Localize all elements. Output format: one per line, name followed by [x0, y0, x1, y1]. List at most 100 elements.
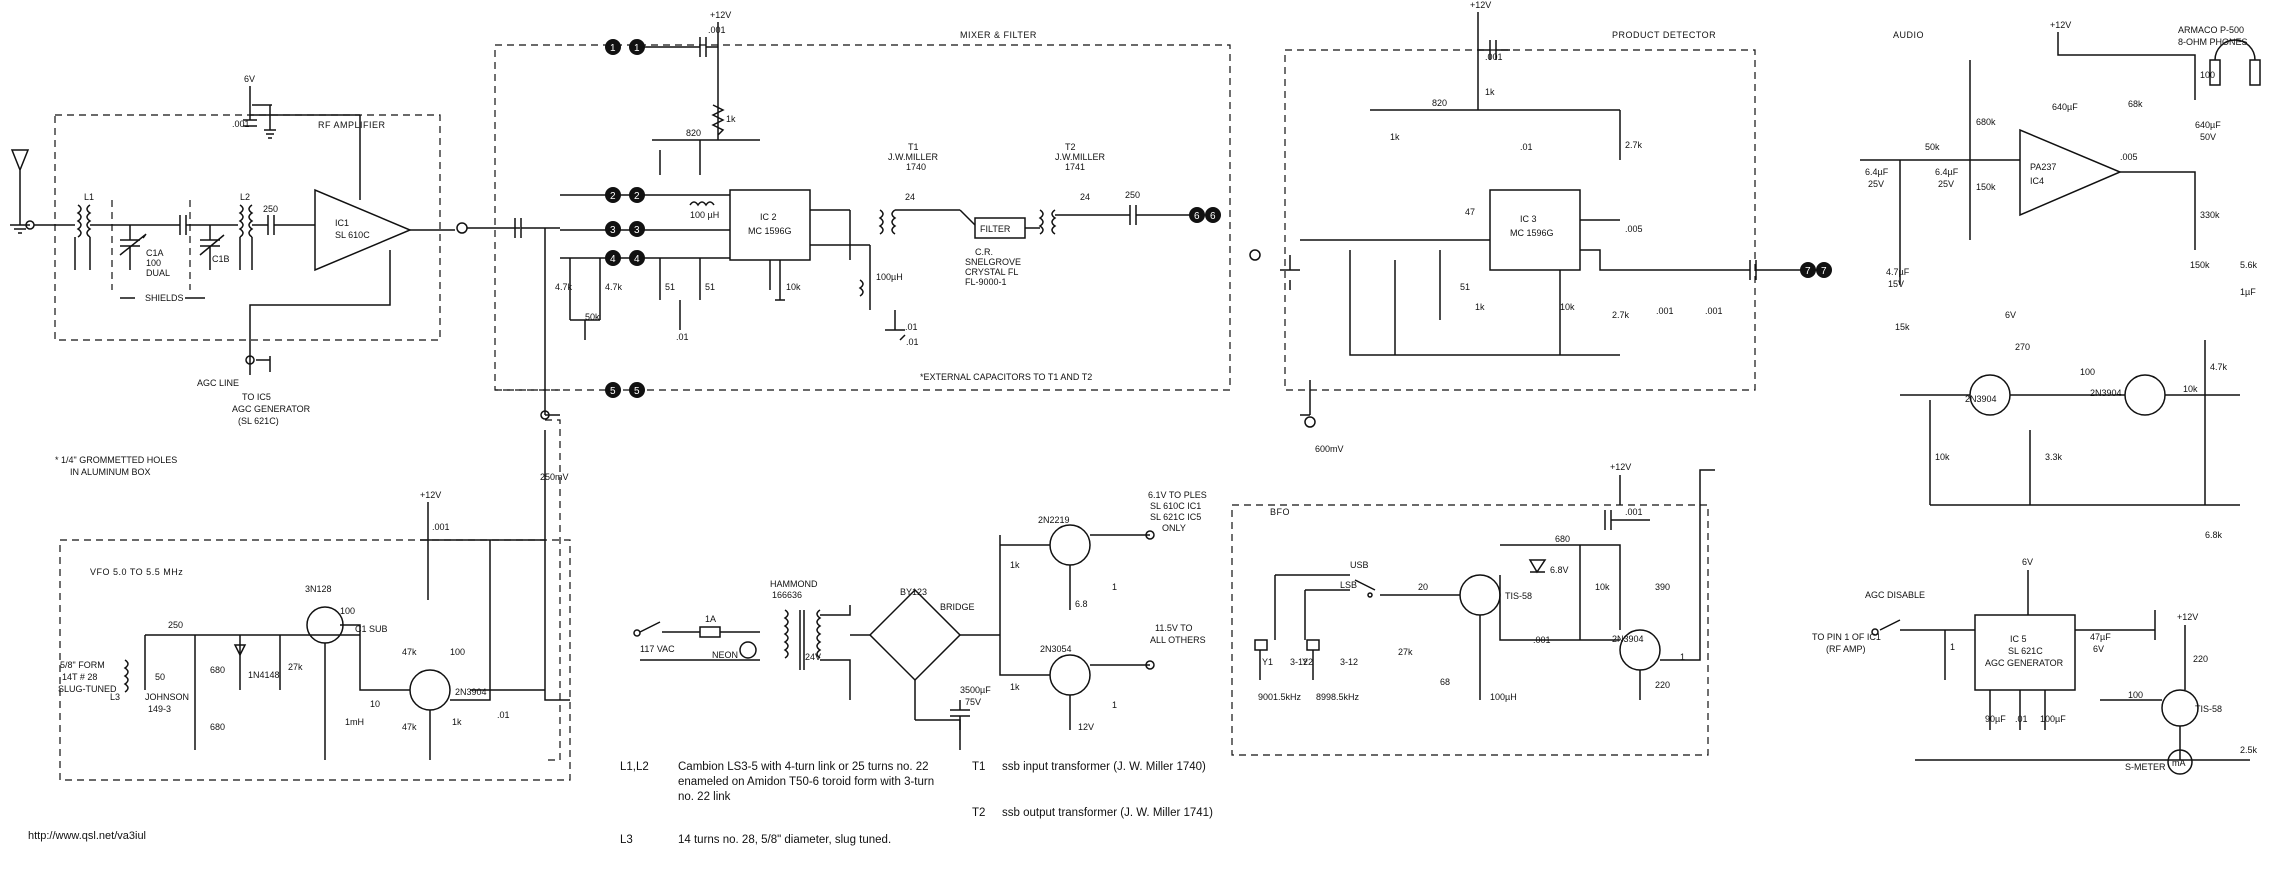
power-r1k-b: 1k [1010, 682, 1020, 692]
terminal-3-a: 3 [605, 221, 621, 237]
audio-r10k-b: 10k [2183, 384, 2198, 394]
ic2-name: IC 2 [760, 212, 777, 222]
t1-label2: J.W.MILLER [888, 152, 939, 162]
t2-label2: J.W.MILLER [1055, 152, 1106, 162]
cr-label4: FL-9000-1 [965, 277, 1007, 287]
svg-text:7: 7 [1805, 266, 1811, 277]
terminal-1-b: 1 [629, 39, 645, 55]
audio-c640a: 640µF [2052, 102, 2078, 112]
mixer-filter-section: MIXER & FILTER +12V .001 1k 820 100 µH I… [494, 10, 1231, 761]
audio-c640b: 640µF [2195, 120, 2221, 130]
audio-qa-label: 2N3904 [1965, 394, 1997, 404]
audio-title: AUDIO [1893, 30, 1924, 40]
svg-text:5: 5 [610, 386, 616, 397]
audio-c47uf: 4.7µF [1886, 267, 1910, 277]
mixer-r51b: 51 [705, 282, 715, 292]
mixer-choke2: 100µH [876, 272, 903, 282]
ext-cap-note: *EXTERNAL CAPACITORS TO T1 AND T2 [920, 372, 1092, 382]
power-c1a: 1 [1112, 582, 1117, 592]
c1a-label: C1A [146, 248, 164, 258]
audio-r150k-b: 150k [2190, 260, 2210, 270]
ic5-name: IC 5 [2010, 634, 2027, 644]
audio-c64b: 6.4µF [1935, 167, 1959, 177]
detector-r47: 47 [1465, 207, 1475, 217]
ic3-part: MC 1596G [1510, 228, 1554, 238]
terminal-7-b: 7 [1816, 262, 1832, 278]
vfo-r47k: 47k [402, 647, 417, 657]
power-out1-3: SL 621C IC5 [1150, 512, 1201, 522]
ic3-name: IC 3 [1520, 214, 1537, 224]
vfo-c001: .001 [432, 522, 450, 532]
source-url-link[interactable]: http://www.qsl.net/va3iul [28, 830, 147, 842]
audio-section: AUDIO +12V ARMACO P-500 8-OHM PHONES 100… [1860, 20, 2261, 540]
bfo-c001: .001 [1625, 507, 1643, 517]
audio-c68k: 68k [2128, 99, 2143, 109]
mixer-title: MIXER & FILTER [960, 30, 1037, 40]
vfo-c250: 250 [168, 620, 183, 630]
detector-r820: 820 [1432, 98, 1447, 108]
detector-supply: +12V [1470, 0, 1491, 10]
bfo-c1: 1 [1680, 652, 1685, 662]
power-q-bot [1049, 654, 1091, 696]
t1-label3: 1740 [906, 162, 926, 172]
vfo-c680b: 680 [210, 722, 225, 732]
vfo-r1k: 1k [452, 717, 462, 727]
power-out1-2: SL 610C IC1 [1150, 501, 1201, 511]
svg-text:3: 3 [610, 225, 616, 236]
audio-c1uf: 1µF [2240, 287, 2256, 297]
bfo-freq1: 9001.5kHz [1258, 692, 1302, 702]
power-bridge2: BRIDGE [940, 602, 975, 612]
bfo-freq2: 8998.5kHz [1316, 692, 1360, 702]
agc-disable-label: AGC DISABLE [1865, 590, 1925, 600]
power-transformer [783, 609, 822, 670]
cr-label3: CRYSTAL FL [965, 267, 1018, 277]
bfo-c312b: 3-12 [1340, 657, 1358, 667]
vfo-q1 [306, 606, 344, 644]
note-l3-text: 14 turns no. 28, 5/8" diameter, slug tun… [678, 834, 892, 846]
vfo-r100b: 100 [450, 647, 465, 657]
grommet-note-1: * 1/4" GROMMETTED HOLES [55, 455, 177, 465]
vfo-c1sub: C1 SUB [355, 624, 388, 634]
svg-text:6: 6 [1210, 211, 1216, 222]
bfo-choke: 100µH [1490, 692, 1517, 702]
mixer-250mv: 250mV [540, 472, 569, 482]
phones-label2: 8-OHM PHONES [2178, 37, 2248, 47]
c1a-value: 100 [146, 258, 161, 268]
vfo-title: VFO 5.0 TO 5.5 MHz [90, 567, 183, 577]
note-t2-text: ssb output transformer (J. W. Miller 174… [1002, 807, 1213, 819]
vfo-form2: 14T # 28 [62, 672, 97, 682]
bfo-fet-label: TIS-58 [1505, 591, 1532, 601]
c1a-note: DUAL [146, 268, 170, 278]
agc-r100: 100 [2128, 690, 2143, 700]
bfo-fet [1459, 574, 1501, 616]
bfo-y1: Y1 [1262, 657, 1273, 667]
svg-text:6: 6 [1194, 211, 1200, 222]
cr-label2: SNELGROVE [965, 257, 1021, 267]
mixer-r10k: 10k [786, 282, 801, 292]
bfo-r390: 390 [1655, 582, 1670, 592]
terminal-4-a: 4 [605, 250, 621, 266]
power-xfmr2: 166636 [772, 590, 802, 600]
rf-supply-label: 6V [244, 74, 255, 84]
detector-c01: .01 [1520, 142, 1533, 152]
t2-label3: 1741 [1065, 162, 1085, 172]
agc-r25k: 2.5k [2240, 745, 2258, 755]
audio-pot50k: 50k [1925, 142, 1940, 152]
terminal-6-b: 6 [1205, 207, 1221, 223]
detector-c001a: .001 [1656, 306, 1674, 316]
vfo-trim50: 50 [155, 672, 165, 682]
ic4-name: PA237 [2030, 162, 2056, 172]
detector-r1k-b: 1k [1390, 132, 1400, 142]
detector-c005: .005 [1625, 224, 1643, 234]
power-line: 117 VAC [640, 644, 675, 654]
bfo-y2: Y2 [1302, 657, 1313, 667]
audio-c64a: 6.4µF [1865, 167, 1889, 177]
bfo-q-label: 2N3904 [1612, 634, 1644, 644]
cr-label1: C.R. [975, 247, 993, 257]
audio-q-b [2124, 374, 2166, 416]
to-ic5-line3: (SL 621C) [238, 416, 279, 426]
vfo-supply: +12V [420, 490, 441, 500]
mixer-pot50k: 50k [585, 312, 600, 322]
power-c1b: 1 [1112, 700, 1117, 710]
